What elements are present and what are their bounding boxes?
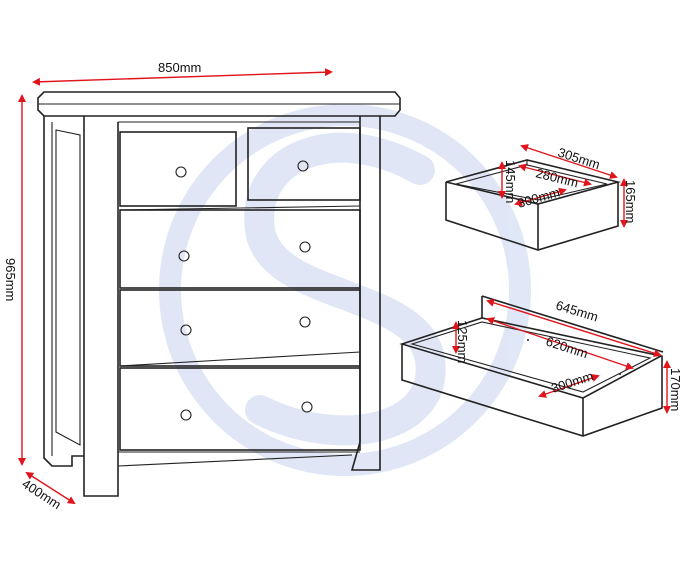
large-inner-depth-label: 300mm [549, 368, 595, 396]
chest-height-label: 965mm [3, 258, 18, 301]
large-inner-height-label: 125mm [455, 320, 470, 363]
small-outer-width-arrow [520, 144, 618, 179]
depth-arrow [25, 471, 76, 505]
chest-width-label: 850mm [158, 60, 201, 75]
drawer-lower [119, 289, 361, 367]
small-inner-depth-arrow [514, 187, 567, 207]
small-inner-width-arrow [518, 163, 592, 187]
drawer-top-right [247, 127, 361, 201]
large-inner-width-label: 620mm [544, 334, 590, 362]
width-arrow [32, 68, 333, 86]
drawer-top-left [119, 131, 237, 207]
chest-depth-label: 400mm [19, 476, 64, 512]
small-outer-height-label: 165mm [623, 180, 638, 223]
large-outer-height-label: 170mm [668, 368, 683, 411]
drawer-bottom [119, 367, 361, 451]
knob-icon [175, 160, 313, 421]
drawer-middle [119, 209, 361, 289]
large-inner-depth-arrow [538, 374, 600, 398]
small-inner-height-label: 145mm [503, 160, 518, 203]
chest-of-drawers [37, 91, 401, 497]
large-inner-width-arrow [486, 317, 634, 370]
